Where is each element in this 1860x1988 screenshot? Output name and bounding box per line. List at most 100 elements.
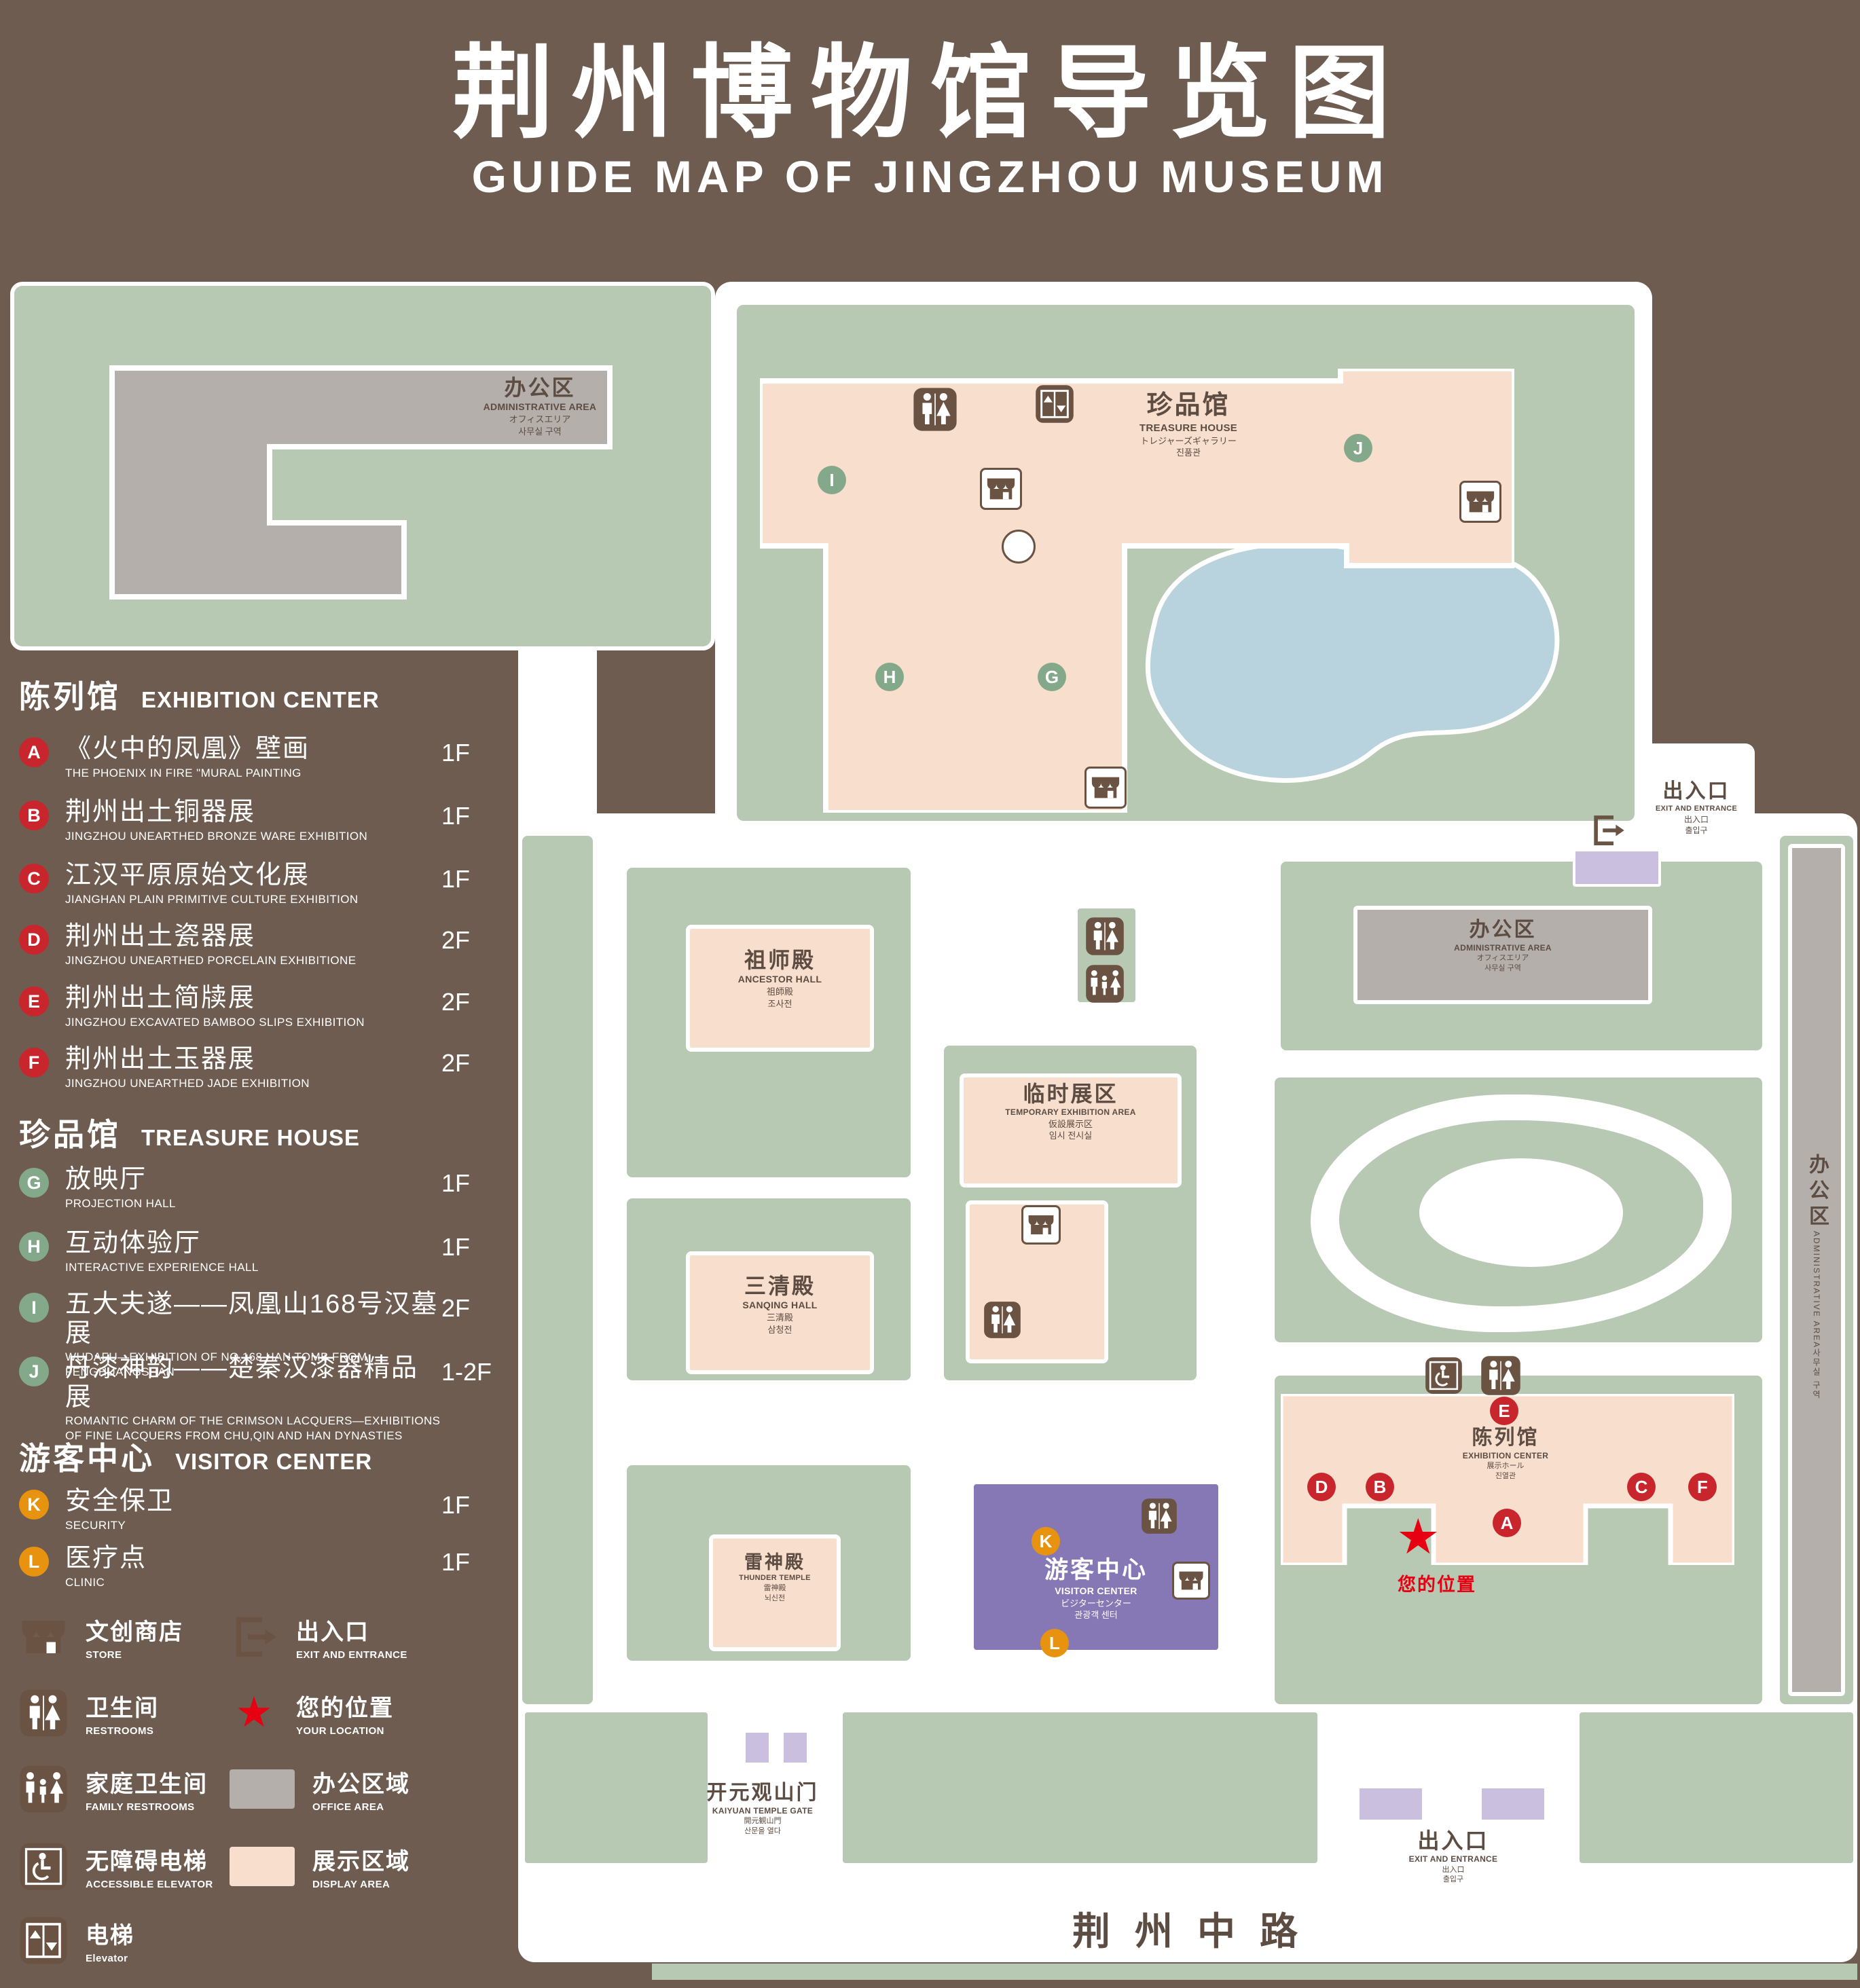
- label-temporary-exhibition: 临时展区 TEMPORARY EXHIBITION AREA 仮設展示区 임시 …: [1005, 1082, 1136, 1141]
- road-label: 荆州中路: [1072, 1910, 1322, 1953]
- green-strip-west: [518, 832, 597, 1708]
- page-subtitle: GUIDE MAP OF JINGZHOU MUSEUM: [471, 151, 1389, 202]
- marker-e: E: [1490, 1397, 1518, 1425]
- legend-marker-d: D: [19, 925, 49, 955]
- legend-marker-k: K: [19, 1490, 49, 1520]
- gate-pad-temple-right: [781, 1730, 809, 1765]
- legend-marker-g: G: [19, 1168, 49, 1198]
- gate-pad-south-left: [1357, 1786, 1425, 1822]
- marker-b: B: [1366, 1473, 1394, 1501]
- garden-pond-path: [1419, 1158, 1623, 1267]
- store-icon: [980, 468, 1022, 510]
- display-area-swatch: [230, 1842, 295, 1891]
- exit-icon: [1589, 812, 1626, 849]
- marker-h: H: [875, 663, 904, 691]
- office-area-swatch: [230, 1765, 295, 1814]
- marker-g: G: [1038, 663, 1066, 691]
- label-admin-far-east: 办公区 ADMINISTRATIVE AREA 사무실 구역: [1806, 1153, 1828, 1400]
- fountain: [1002, 530, 1036, 564]
- label-visitor-center: 游客中心 VISITOR CENTER ビジターセンター 관광객 센터: [1044, 1557, 1148, 1621]
- marker-d: D: [1307, 1473, 1336, 1501]
- green-strip-south-3: [1575, 1708, 1857, 1867]
- green-strip-road-edge: [652, 1964, 1857, 1980]
- gate-pad-south-right: [1479, 1786, 1547, 1822]
- restroom-icon: [1141, 1498, 1178, 1534]
- store-icon: [1459, 481, 1501, 523]
- marker-f: F: [1688, 1473, 1717, 1501]
- marker-c: C: [1627, 1473, 1656, 1501]
- legend-marker-e: E: [19, 987, 49, 1016]
- marker-i: I: [818, 466, 846, 494]
- store-icon: [1021, 1205, 1061, 1245]
- your-location-star-icon: ★: [1396, 1510, 1440, 1564]
- label-exhibition-center: 陈列馆 EXHIBITION CENTER 展示ホール 진열관: [1462, 1426, 1549, 1481]
- restroom-icon: [1480, 1355, 1521, 1396]
- restroom-icon: [19, 1689, 68, 1737]
- green-strip-south-2: [839, 1708, 1321, 1867]
- family-restroom-icon: [19, 1765, 68, 1814]
- legend-marker-f: F: [19, 1048, 49, 1078]
- legend-marker-c: C: [19, 864, 49, 894]
- legend-marker-a: A: [19, 737, 49, 767]
- label-exit-south: 出入口 EXIT AND ENTRANCE 出入口 출입구: [1408, 1828, 1498, 1884]
- label-kaiyuan-gate: 开元观山门 KAIYUAN TEMPLE GATE 開元観山門 산문을 열다: [706, 1782, 819, 1836]
- restroom-icon: [983, 1301, 1021, 1339]
- green-strip-south-1: [521, 1708, 712, 1867]
- store-icon: [1172, 1562, 1210, 1600]
- label-sanqing-hall: 三清殿 SANQING HALL 三清殿 삼청전: [742, 1274, 818, 1335]
- building-treasure-house: [760, 369, 1514, 813]
- store-icon: [19, 1613, 68, 1661]
- marker-a: A: [1493, 1509, 1521, 1537]
- label-thunder-temple: 雷神殿 THUNDER TEMPLE 雷神殿 뇌신전: [739, 1552, 811, 1603]
- building-admin-east: [1353, 906, 1652, 1004]
- family-restroom-icon: [1085, 964, 1125, 1004]
- gate-pad-temple-left: [743, 1730, 771, 1765]
- marker-l: L: [1040, 1629, 1069, 1657]
- building-ancestor-hall: [686, 925, 874, 1052]
- label-admin-northwest: 办公区 ADMINISTRATIVE AREA オフィスエリア 사무실 구역: [483, 375, 597, 437]
- map-path-connector: [518, 638, 597, 832]
- exit-icon: [230, 1613, 278, 1661]
- store-icon: [1084, 767, 1127, 809]
- label-treasure-house: 珍品馆 TREASURE HOUSE トレジャーズギャラリー 진품관: [1139, 391, 1238, 458]
- label-admin-east: 办公区 ADMINISTRATIVE AREA オフィスエリア 사무실 구역: [1454, 919, 1552, 973]
- marker-k: K: [1032, 1527, 1060, 1556]
- your-location-star-icon: ★: [235, 1689, 273, 1736]
- building-temporary-exhibition: [960, 1073, 1182, 1188]
- building-sanqing-hall: [686, 1251, 874, 1374]
- legend-marker-i: I: [19, 1293, 49, 1323]
- page-title: 荆州博物馆导览图: [452, 36, 1408, 150]
- gate-pad-northeast: [1573, 849, 1661, 887]
- building-thunder-temple: [709, 1534, 841, 1651]
- building-exhibition-center: [1281, 1394, 1734, 1565]
- legend-marker-j: J: [19, 1357, 49, 1386]
- elevator-icon: [19, 1916, 68, 1965]
- accessible-elevator-icon: [19, 1842, 68, 1891]
- restroom-icon: [913, 387, 958, 432]
- building-admin-northwest: [109, 365, 613, 600]
- accessible-elevator-icon: [1425, 1357, 1463, 1395]
